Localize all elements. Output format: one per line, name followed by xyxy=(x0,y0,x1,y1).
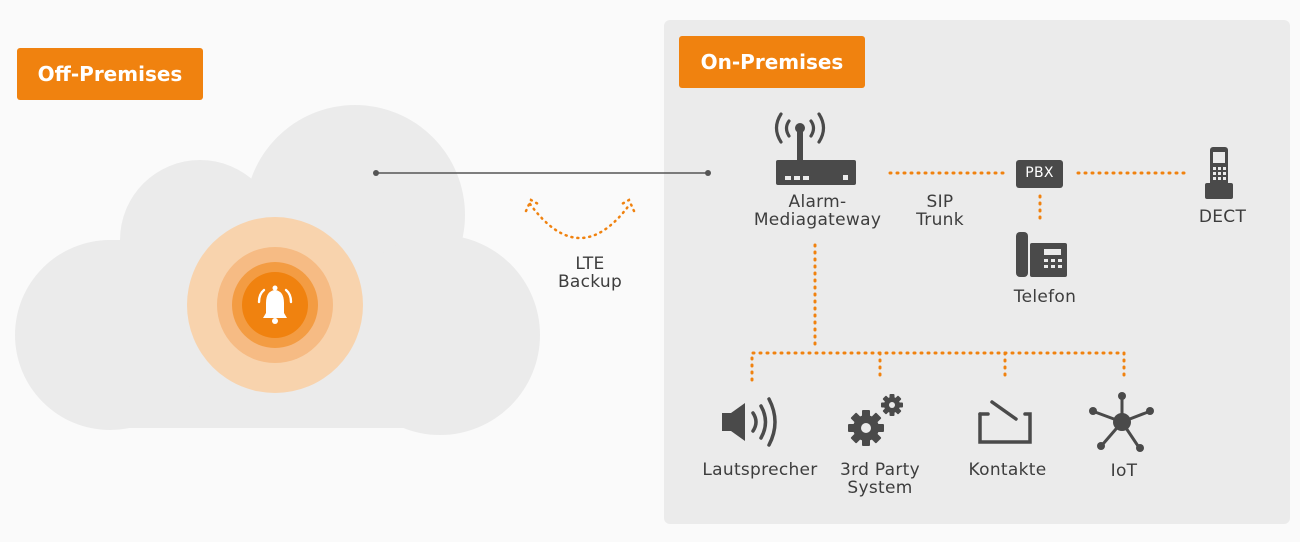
switch-contact-icon xyxy=(978,400,1032,444)
speaker-icon xyxy=(722,397,777,447)
lte-backup-label: LTE Backup xyxy=(557,254,623,292)
telefon-label: Telefon xyxy=(1013,287,1077,307)
alarm-bell-icon xyxy=(187,217,363,393)
lte-backup-arc xyxy=(524,198,636,240)
sip-trunk-label: SIP Trunk xyxy=(916,192,964,230)
device-label-kontakte: Kontakte xyxy=(968,460,1047,480)
wired-link xyxy=(373,170,711,176)
off-premises-badge: Off-Premises xyxy=(17,48,203,100)
dotted-links xyxy=(750,171,1190,382)
on-premises-badge: On-Premises xyxy=(679,36,865,88)
device-label-3rd-party: 3rd Party System xyxy=(839,460,921,498)
device-label-lautsprecher: Lautsprecher xyxy=(702,460,818,480)
pbx-label: PBX xyxy=(1025,165,1054,181)
iot-hub-icon xyxy=(1089,392,1154,452)
cordless-phone-icon xyxy=(1205,147,1233,199)
device-bus xyxy=(750,351,1126,382)
router-icon xyxy=(774,112,856,185)
gears-icon xyxy=(848,394,903,446)
device-label-iot: IoT xyxy=(1110,461,1138,481)
dect-label: DECT xyxy=(1198,207,1247,227)
desk-phone-icon xyxy=(1016,232,1067,277)
pbx-box xyxy=(1016,160,1063,188)
gateway-label: Alarm- Mediagateway xyxy=(753,192,882,230)
on-premises-panel xyxy=(664,20,1290,524)
